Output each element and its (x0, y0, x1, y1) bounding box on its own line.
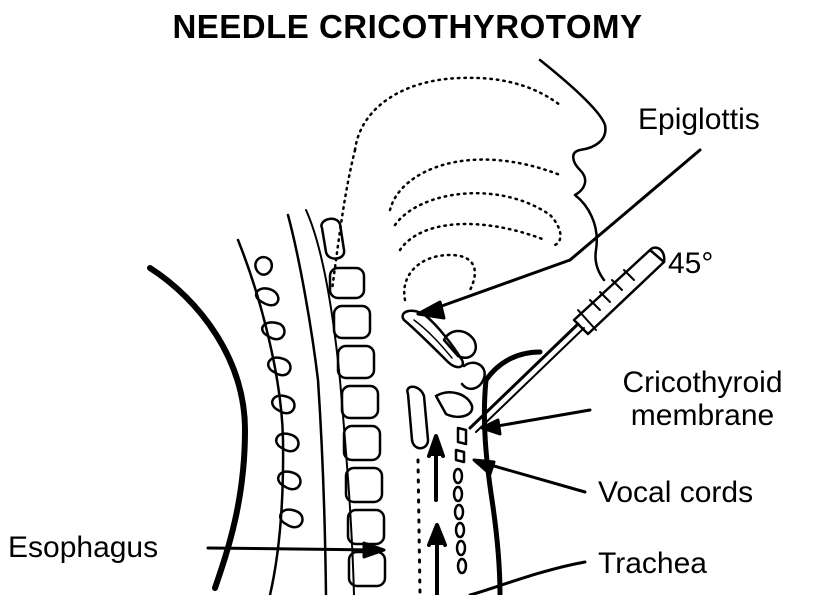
label-angle-45: 45° (668, 247, 713, 280)
vocal-cords-leader (480, 462, 585, 492)
esophagus-leader (208, 548, 378, 550)
airflow-arrows (429, 436, 445, 595)
neck-front-outline (486, 352, 540, 380)
label-esophagus: Esophagus (8, 531, 158, 564)
neck-back-outline (150, 268, 245, 588)
epiglottis-arrow-line (425, 260, 570, 312)
label-vocal-cords: Vocal cords (598, 476, 753, 509)
label-cricothyroid-membrane: Cricothyroid membrane (595, 366, 810, 432)
cricothyroid-leader (486, 410, 590, 428)
trachea-rings (454, 469, 466, 573)
head-outline-dotted (332, 78, 560, 300)
esophagus-arrowhead (364, 543, 384, 557)
trachea-leader (470, 562, 585, 595)
vertebral-bodies (321, 219, 385, 586)
esophagus-dots (418, 460, 420, 595)
epiglottis-leader (570, 150, 700, 260)
label-trachea: Trachea (598, 547, 707, 580)
esophagus-outline (407, 387, 428, 449)
label-epiglottis: Epiglottis (638, 103, 760, 136)
face-profile (540, 60, 605, 280)
epiglottis-arrowhead (418, 302, 444, 318)
vocal-cords-arrowhead (474, 460, 494, 474)
label-cricothyroid-line1: Cricothyroid (595, 366, 810, 399)
label-cricothyroid-line2: membrane (595, 399, 810, 432)
